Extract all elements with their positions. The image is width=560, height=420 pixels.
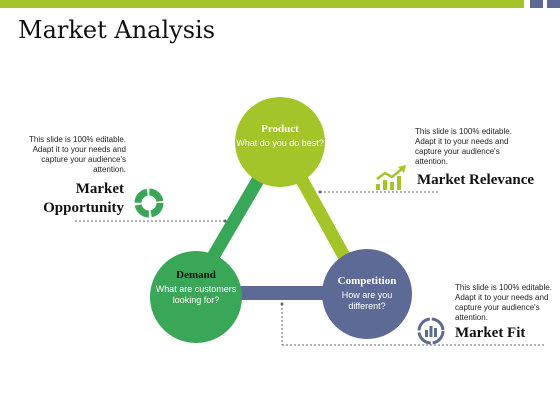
market-fit-label: Market Fit bbox=[455, 325, 526, 341]
slide-title: Market Analysis bbox=[18, 16, 216, 44]
node-demand: Demand What are customers looking for? bbox=[150, 251, 242, 343]
leader-dot bbox=[280, 302, 284, 306]
top-accent-bar-navy bbox=[547, 0, 560, 8]
node-competition: Competition How are you different? bbox=[322, 249, 412, 339]
top-accent-bar-green bbox=[0, 0, 524, 8]
top-accent-bar-navy bbox=[530, 0, 543, 8]
connector-product-demand bbox=[204, 176, 264, 266]
connector-demand-competition bbox=[238, 286, 328, 300]
node-competition-title: Competition bbox=[337, 275, 397, 287]
node-demand-title: Demand bbox=[176, 269, 216, 281]
market-relevance-label: Market Relevance bbox=[417, 172, 535, 188]
node-demand-text: What are customers looking for? bbox=[155, 284, 237, 305]
market-fit-note: This slide is 100% editable. Adapt it to… bbox=[455, 283, 552, 322]
market-opportunity-label: Market Opportunity bbox=[43, 181, 124, 216]
node-product-title: Product bbox=[261, 123, 299, 135]
bar-chart-circle-icon bbox=[417, 317, 445, 345]
connector-product-competition bbox=[296, 176, 350, 260]
node-competition-text: How are you different? bbox=[341, 290, 393, 311]
growth-chart-icon bbox=[376, 165, 406, 190]
node-product-text: What do you do best? bbox=[236, 138, 324, 148]
leader-dot bbox=[318, 190, 322, 194]
market-relevance-note: This slide is 100% editable. Adapt it to… bbox=[415, 127, 512, 166]
leader-dot bbox=[223, 219, 227, 223]
donut-chart-icon bbox=[134, 188, 164, 218]
node-product: Product What do you do best? bbox=[235, 97, 325, 187]
market-opportunity-note: This slide is 100% editable. Adapt it to… bbox=[29, 135, 126, 174]
